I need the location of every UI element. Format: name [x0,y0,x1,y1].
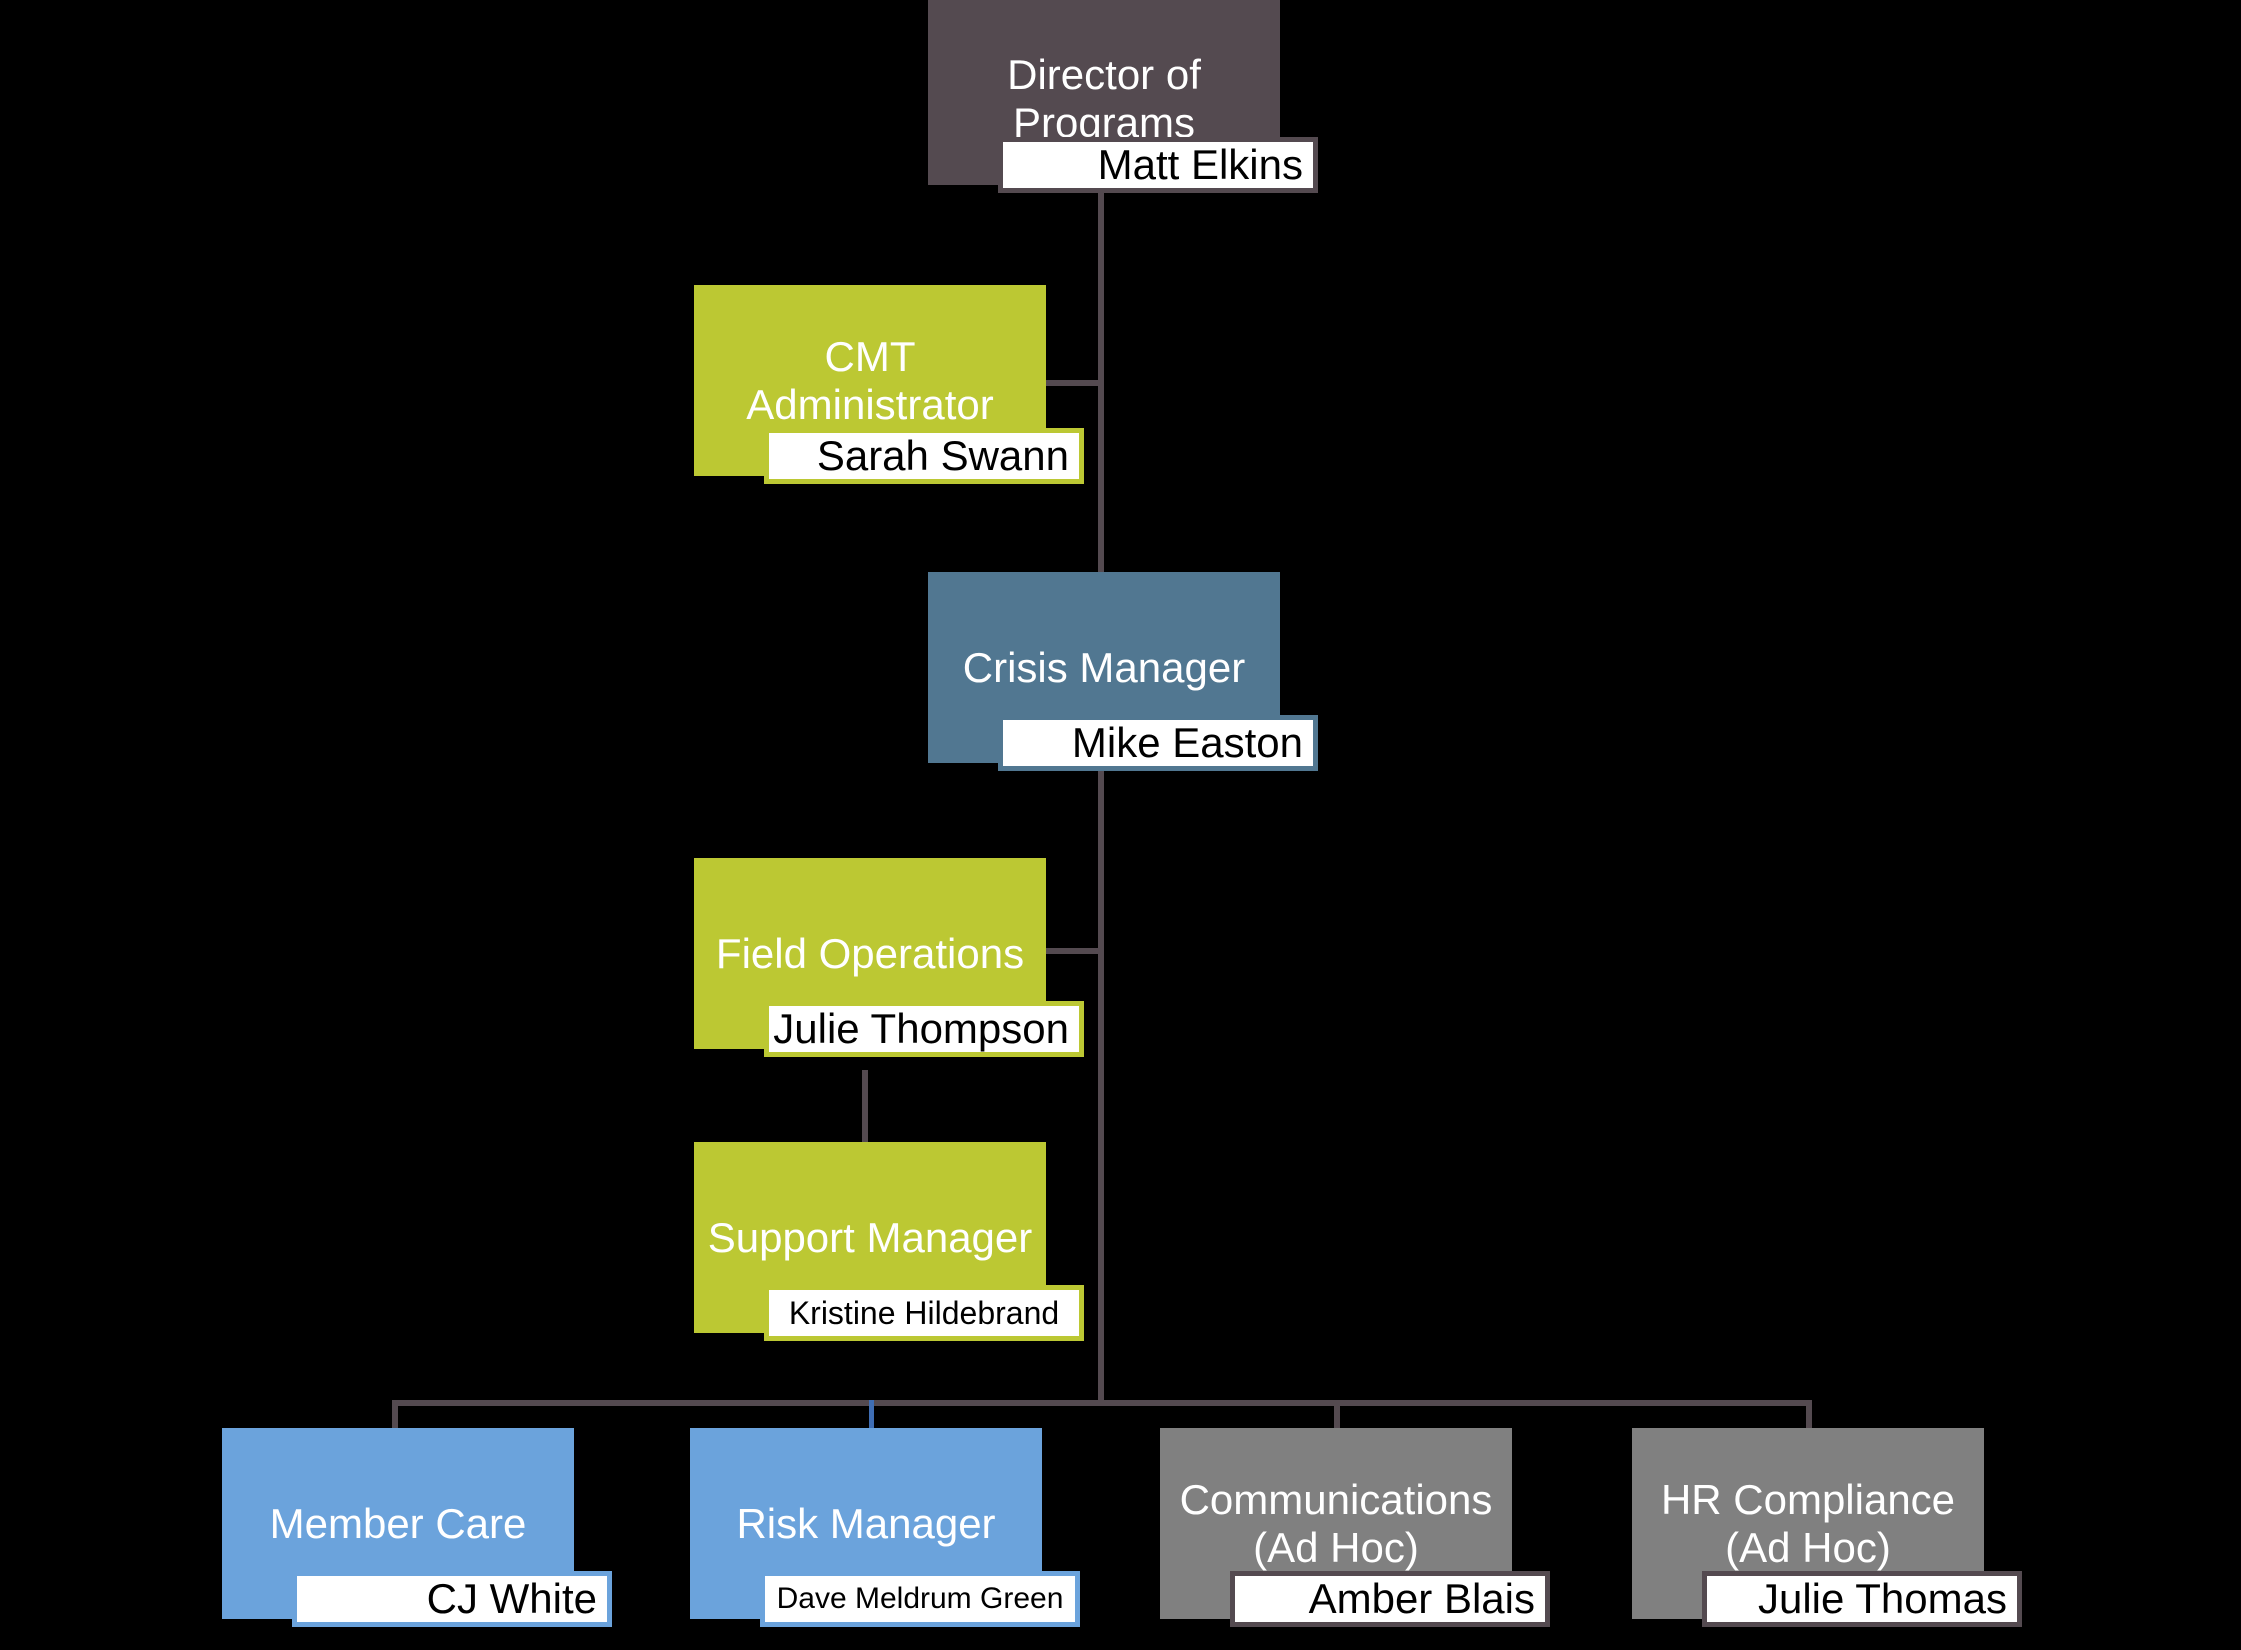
node-name-director-of-programs: Matt Elkins [998,137,1318,193]
connector-spine-to-field-operations [1040,948,1102,954]
connector-bottom-bus [392,1400,1812,1406]
node-name-support-manager: Kristine Hildebrand [764,1285,1084,1341]
node-name-communications: Amber Blais [1230,1571,1550,1627]
node-name-cmt-administrator: Sarah Swann [764,428,1084,484]
node-support-manager[interactable]: Support Manager Kristine Hildebrand [694,1142,1084,1341]
node-risk-manager[interactable]: Risk Manager Dave Meldrum Green [690,1428,1080,1627]
node-member-care[interactable]: Member Care CJ White [222,1428,612,1627]
node-name-field-operations: Julie Thompson [764,1001,1084,1057]
node-name-hr-compliance: Julie Thomas [1702,1571,2022,1627]
connector-spine-director-to-bus [1098,185,1104,1403]
node-crisis-manager[interactable]: Crisis Manager Mike Easton [928,572,1318,771]
node-field-operations[interactable]: Field Operations Julie Thompson [694,858,1084,1057]
node-name-member-care: CJ White [292,1571,612,1627]
node-name-risk-manager: Dave Meldrum Green [760,1571,1080,1627]
node-hr-compliance[interactable]: HR Compliance (Ad Hoc) Julie Thomas [1632,1428,2022,1627]
node-name-crisis-manager: Mike Easton [998,715,1318,771]
node-cmt-administrator[interactable]: CMT Administrator Sarah Swann [694,285,1084,484]
connector-spine-to-cmt-administrator [1040,380,1102,386]
node-director-of-programs[interactable]: Director of Programs Matt Elkins [928,0,1318,193]
node-communications[interactable]: Communications (Ad Hoc) Amber Blais [1160,1428,1550,1627]
connector-field-operations-to-support-manager [862,1070,868,1142]
